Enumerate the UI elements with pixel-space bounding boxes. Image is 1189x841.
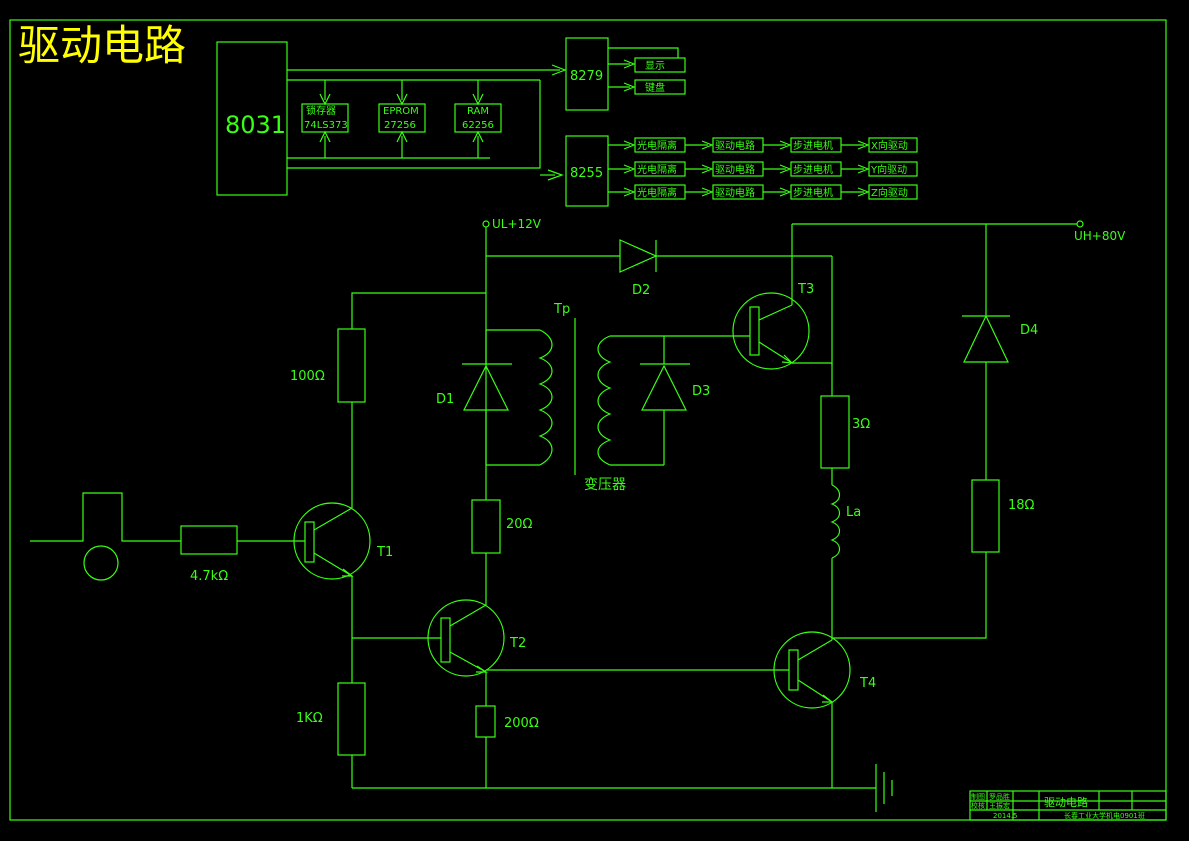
resistor-4-7k xyxy=(180,525,238,555)
label-d1: D1 xyxy=(436,392,454,407)
label-ram-top: RAM xyxy=(467,106,489,117)
label-tp: Tp xyxy=(553,302,570,317)
label-r20: 20Ω xyxy=(506,517,533,532)
label-t4: T4 xyxy=(859,676,876,691)
label-r18: 18Ω xyxy=(1008,498,1035,513)
transformer-secondary xyxy=(597,335,612,466)
ch3-iso: 光电隔离 xyxy=(637,186,677,199)
ch1-motor: 步进电机 xyxy=(793,139,833,152)
drawing-border xyxy=(9,19,1167,821)
label-8255: 8255 xyxy=(570,166,603,181)
block-display xyxy=(634,57,686,73)
label-d4: D4 xyxy=(1020,323,1038,338)
ch1-iso: 光电隔离 xyxy=(637,139,677,152)
label-latch-bot: 74LS373 xyxy=(304,120,348,131)
tb-school: 长春工业大学机电0901班 xyxy=(1064,811,1145,820)
tb-name: 驱动电路 xyxy=(1044,796,1088,809)
ch3-axis: Z向驱动 xyxy=(871,186,908,199)
ch2-motor: 步进电机 xyxy=(793,163,833,176)
drawing-title: 驱动电路 xyxy=(18,21,186,70)
input-pulse xyxy=(30,492,181,542)
transformer-primary xyxy=(538,329,553,466)
label-r3: 3Ω xyxy=(852,417,870,432)
label-la: La xyxy=(846,505,861,520)
transistor-t3 xyxy=(732,292,810,370)
label-transformer: 变压器 xyxy=(584,477,626,493)
tb-r1b: 罗品胜 xyxy=(989,792,1010,801)
block-8279 xyxy=(565,37,609,111)
label-ul: UL+12V xyxy=(492,217,542,231)
resistor-1k xyxy=(337,682,366,756)
tb-date: 2014.5 xyxy=(993,812,1018,820)
uh-terminal xyxy=(1076,220,1084,228)
label-8279: 8279 xyxy=(570,69,603,84)
label-keyboard: 键盘 xyxy=(645,81,665,94)
inductor-la xyxy=(830,484,841,559)
ch1-drv: 驱动电路 xyxy=(715,139,755,152)
ch2-drv: 驱动电路 xyxy=(715,163,755,176)
label-display: 显示 xyxy=(645,60,665,72)
label-r47k: 4.7kΩ xyxy=(190,569,228,584)
ch1-axis: X向驱动 xyxy=(871,139,908,152)
ch3-drv: 驱动电路 xyxy=(715,186,755,199)
resistor-20 xyxy=(471,499,501,554)
diode-d3 xyxy=(641,364,687,411)
label-t1: T1 xyxy=(376,545,393,560)
diode-d4 xyxy=(963,314,1009,363)
ul-terminal xyxy=(482,220,490,228)
label-8031: 8031 xyxy=(225,111,286,139)
tb-r2a: 校核 xyxy=(971,801,985,810)
label-t3: T3 xyxy=(797,282,814,297)
ch2-iso: 光电隔离 xyxy=(637,163,677,176)
resistor-200 xyxy=(475,705,496,738)
ch3-motor: 步进电机 xyxy=(793,186,833,199)
label-d3: D3 xyxy=(692,384,710,399)
signal-source xyxy=(83,545,119,581)
label-d2: D2 xyxy=(632,283,650,298)
resistor-100 xyxy=(337,328,366,403)
label-uh: UH+80V xyxy=(1074,229,1126,243)
label-ram-bot: 62256 xyxy=(462,120,494,131)
title-block xyxy=(969,790,1167,821)
block-8031 xyxy=(216,41,288,196)
ch2-axis: Y向驱动 xyxy=(870,163,907,176)
label-r1k: 1KΩ xyxy=(296,711,323,726)
tb-r1a: 制图 xyxy=(971,792,985,801)
label-r100: 100Ω xyxy=(290,369,325,384)
label-eprom-top: EPROM xyxy=(383,106,419,117)
label-t2: T2 xyxy=(509,636,526,651)
resistor-3 xyxy=(820,395,850,469)
tb-r2b: 王振宏 xyxy=(989,801,1010,810)
diode-d2 xyxy=(619,239,658,273)
label-r200: 200Ω xyxy=(504,716,539,731)
label-eprom-bot: 27256 xyxy=(384,120,416,131)
label-latch-top: 锁存器 xyxy=(306,104,336,117)
channel-rows xyxy=(608,137,918,200)
block-8255 xyxy=(565,135,609,207)
resistor-18 xyxy=(971,479,1000,553)
